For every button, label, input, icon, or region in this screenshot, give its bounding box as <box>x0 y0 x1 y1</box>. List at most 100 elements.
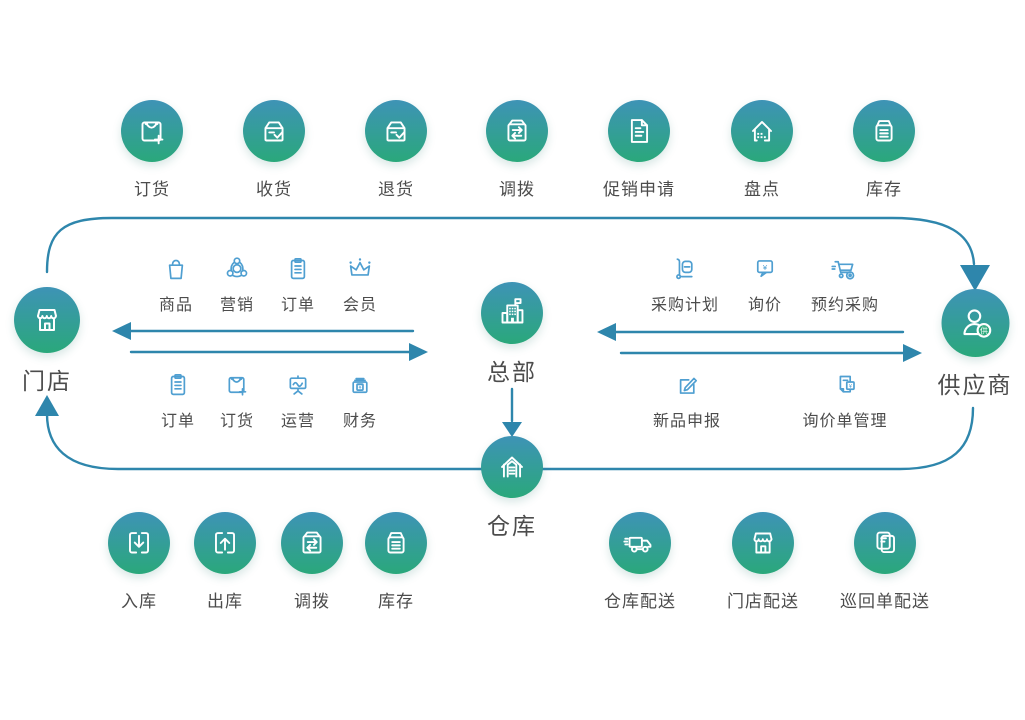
top-item-return-goods: 退货 <box>365 100 427 200</box>
flow-item-label: 财务 <box>342 413 378 430</box>
storefront-icon <box>14 287 80 353</box>
box-check-icon <box>243 100 305 162</box>
top-item-receive-goods: 收货 <box>243 100 305 200</box>
bag-icon <box>168 259 184 280</box>
bottom-item-label: 出库 <box>207 592 243 611</box>
bag-plus-icon <box>228 376 247 396</box>
node-warehouse-label: 仓库 <box>487 513 537 539</box>
box-lines-icon <box>853 100 915 162</box>
top-item-label: 退货 <box>378 180 414 199</box>
clipboard-icon <box>290 257 306 280</box>
crown-icon <box>349 258 371 276</box>
flow-item-label: 订单 <box>280 297 316 314</box>
arrow-to-store-bottom <box>35 395 59 416</box>
top-item-label: 库存 <box>866 180 902 199</box>
node-warehouse: 仓库 <box>481 436 543 541</box>
flow-item-orders2: 订单 <box>161 368 195 431</box>
top-item-label: 促销申请 <box>603 180 675 199</box>
flow-item-inquiry-management: ¥ 询价单管理 <box>802 368 887 431</box>
node-supplier-label: 供应商 <box>937 372 1013 398</box>
top-item-label: 盘点 <box>744 180 780 199</box>
flow-item-purchase-plan: 采购计划 <box>651 252 719 315</box>
pencil-edit-icon <box>679 377 698 394</box>
document-icon <box>608 100 670 162</box>
bottom-item-inventory: 库存 <box>365 512 427 612</box>
node-supplier: 供 供应商 <box>938 289 1013 400</box>
flow-item-inquiry: ¥ 询价 <box>748 252 782 315</box>
flow-item-ordering: 订货 <box>220 368 254 431</box>
flow-item-members: 会员 <box>343 252 377 315</box>
node-store-label: 门店 <box>22 368 72 394</box>
flow-item-label: 会员 <box>342 297 378 314</box>
flow-item-finance: ¥ 财务 <box>343 368 377 431</box>
bottom-item-label: 库存 <box>378 592 414 611</box>
node-headquarters-label: 总部 <box>487 359 537 385</box>
flow-item-new-product: 新品申报 <box>653 368 721 431</box>
bottom-item-warehouse-delivery: 仓库配送 <box>604 512 676 612</box>
top-item-inventory: 库存 <box>853 100 915 200</box>
bottom-item-label: 仓库配送 <box>604 592 676 611</box>
bottom-item-route-delivery: 巡回单配送 <box>840 512 930 612</box>
top-item-stocktake: 盘点 <box>731 100 793 200</box>
speech-yen-icon: ¥ <box>756 260 774 278</box>
box-swap-icon <box>281 512 343 574</box>
bottom-item-transfer: 调拨 <box>281 512 343 612</box>
warehouse-icon <box>481 436 543 498</box>
bottom-item-label: 入库 <box>121 592 157 611</box>
arrow-out-box-icon <box>194 512 256 574</box>
truck-icon <box>609 512 671 574</box>
top-item-label: 收货 <box>256 180 292 199</box>
bottom-item-store-delivery: 门店配送 <box>727 512 799 612</box>
house-grid-icon <box>731 100 793 162</box>
flow-item-label: 询价 <box>747 297 783 314</box>
bottom-item-label: 调拨 <box>294 592 330 611</box>
flow-item-reserved-purchase: 预约采购 <box>811 252 879 315</box>
flow-item-label: 预约采购 <box>810 297 880 314</box>
document-yen-icon: ¥ <box>839 375 855 393</box>
flow-item-label: 采购计划 <box>650 297 720 314</box>
supplier-person-icon: 供 <box>941 289 1009 357</box>
top-item-transfer: 调拨 <box>486 100 548 200</box>
top-item-order-goods: 订货 <box>121 100 183 200</box>
flow-item-label: 商品 <box>158 297 194 314</box>
people-group-icon <box>226 257 248 278</box>
arrow-hq-to-warehouse <box>502 422 522 437</box>
box-check-icon <box>365 100 427 162</box>
flow-item-marketing: 营销 <box>220 252 254 315</box>
presentation-chart-icon <box>289 375 307 395</box>
flow-item-label: 订单 <box>160 413 196 430</box>
flow-item-goods: 商品 <box>159 252 193 315</box>
svg-text:¥: ¥ <box>848 384 852 390</box>
node-headquarters: 总部 <box>481 282 543 387</box>
clipboard-icon <box>170 373 186 396</box>
arrow-into-box-icon <box>108 512 170 574</box>
flow-item-label: 运营 <box>280 413 316 430</box>
cash-box-icon: ¥ <box>352 377 368 394</box>
storefront-icon <box>732 512 794 574</box>
bottom-item-label: 门店配送 <box>727 592 799 611</box>
box-swap-icon <box>486 100 548 162</box>
flow-item-orders: 订单 <box>281 252 315 315</box>
cart-icon <box>831 260 855 280</box>
arrow-left-bottom <box>409 343 428 361</box>
bottom-item-label: 巡回单配送 <box>840 592 930 611</box>
top-item-label: 调拨 <box>499 180 535 199</box>
hq-building-icon <box>481 282 543 344</box>
top-item-label: 订货 <box>134 180 170 199</box>
flow-item-operations: 运营 <box>281 368 315 431</box>
bottom-loop-line <box>45 406 975 471</box>
bottom-item-inbound: 入库 <box>108 512 170 612</box>
arrow-right-top <box>597 323 616 341</box>
top-loop-line <box>45 216 976 274</box>
bag-plus-icon <box>121 100 183 162</box>
svg-text:¥: ¥ <box>763 263 768 272</box>
hand-truck-icon <box>676 258 693 280</box>
node-store: 门店 <box>14 287 80 396</box>
bottom-item-outbound: 出库 <box>194 512 256 612</box>
flow-item-label: 营销 <box>219 297 255 314</box>
box-lines-icon <box>365 512 427 574</box>
arrow-right-bottom <box>903 344 922 362</box>
svg-text:供: 供 <box>979 326 987 336</box>
